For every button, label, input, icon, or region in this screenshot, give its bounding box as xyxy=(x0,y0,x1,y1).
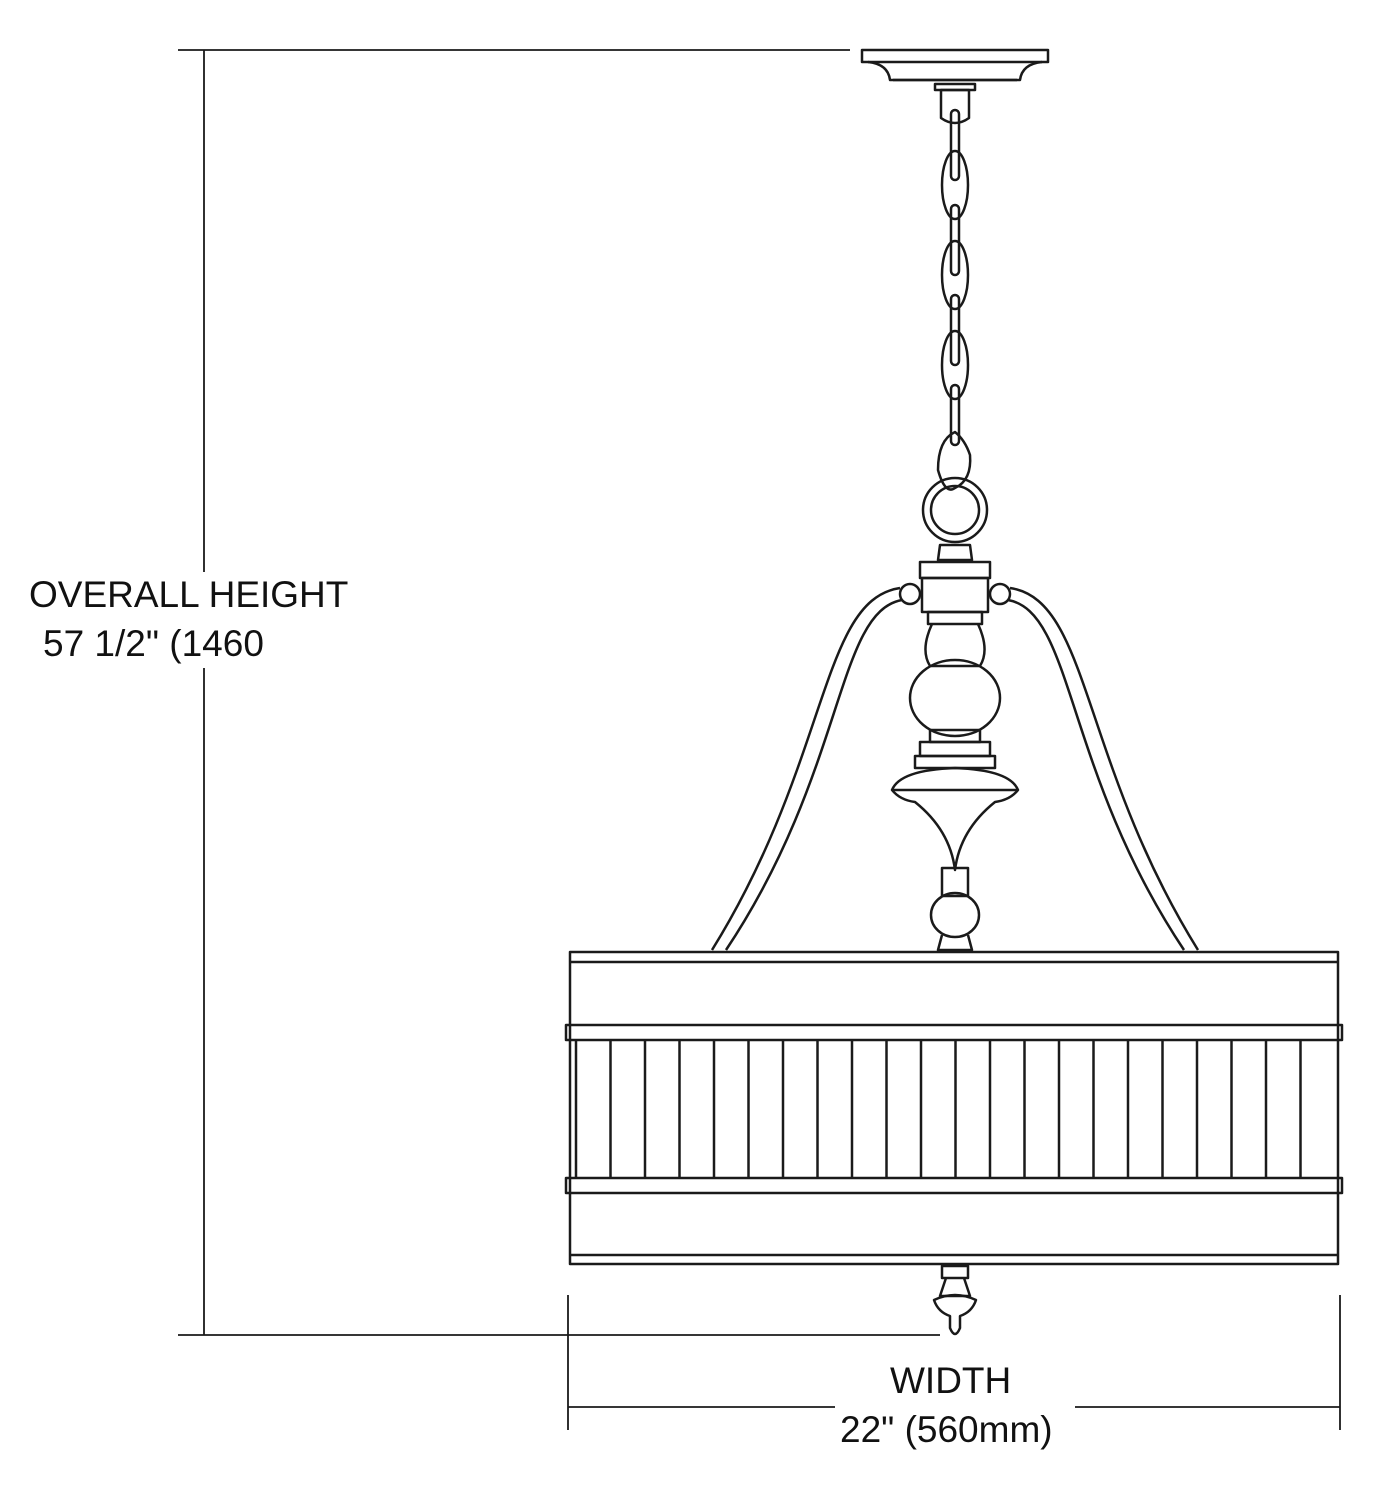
chain xyxy=(921,108,989,544)
width-value: 22" (560mm) xyxy=(840,1409,1053,1450)
bottom-finial xyxy=(932,1264,978,1336)
overall-height-label: OVERALL HEIGHT xyxy=(29,574,349,615)
height-dimension xyxy=(178,49,940,1336)
overall-height-value: 57 1/2" (1460 xyxy=(43,623,264,664)
fixture-body xyxy=(710,543,1200,952)
width-dimension xyxy=(567,1295,1341,1430)
canopy xyxy=(860,48,1050,125)
drum-shade xyxy=(564,950,1344,1266)
width-label: WIDTH xyxy=(890,1360,1012,1401)
